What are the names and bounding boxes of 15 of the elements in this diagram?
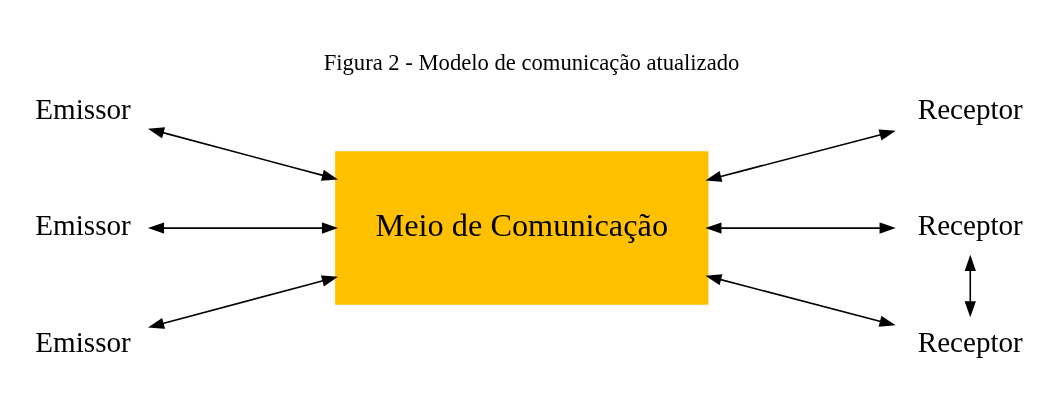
arrow (147, 222, 339, 234)
arrow (705, 222, 896, 234)
arrow (705, 129, 896, 182)
node-text: Emissor (35, 92, 131, 125)
node-box: Meio de Comunicação (335, 151, 709, 305)
node-text: Receptor (917, 325, 1023, 358)
arrow (705, 274, 896, 327)
arrow (147, 127, 339, 181)
node-text: Receptor (917, 92, 1023, 125)
node-text: Receptor (917, 209, 1023, 242)
node-text: Emissor (35, 325, 131, 358)
node-text: Emissor (35, 209, 131, 242)
arrow (964, 254, 976, 318)
arrow (147, 275, 339, 329)
diagram-title: Figura 2 - Modelo de comunicação atualizado (323, 50, 740, 76)
